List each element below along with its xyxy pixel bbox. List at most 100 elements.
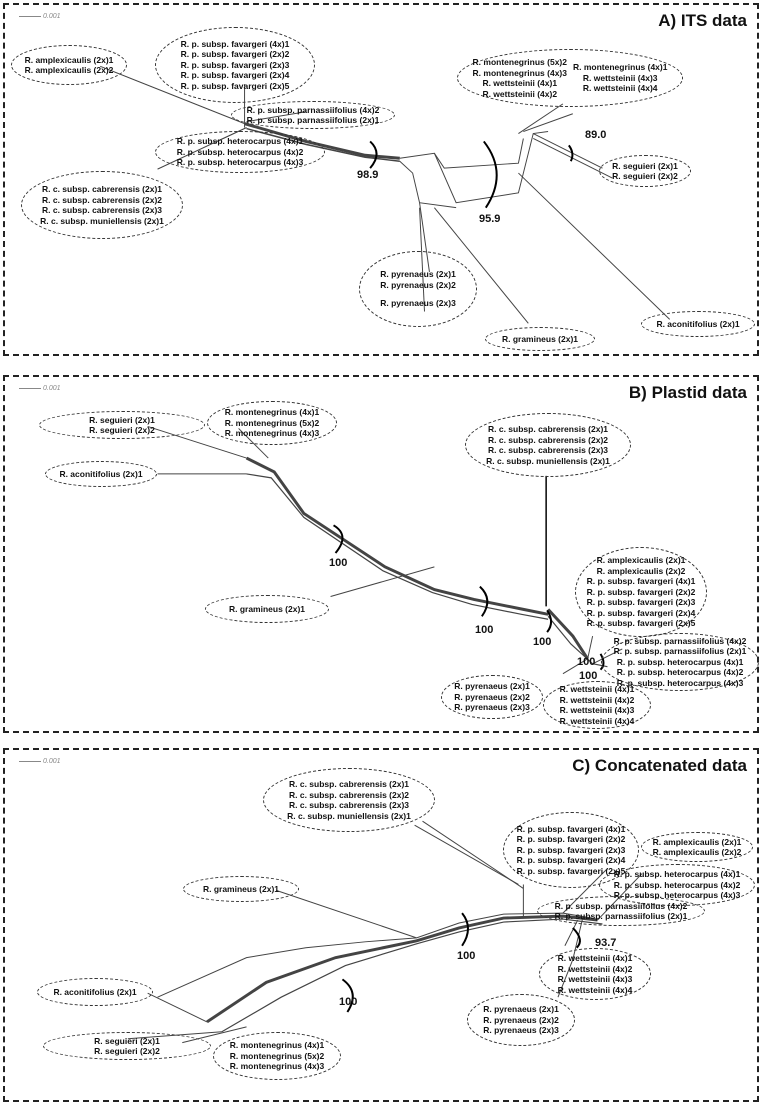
edge: [587, 635, 594, 659]
taxon-label: R. p. subsp. heterocarpus (4x)3: [176, 157, 304, 168]
taxon-label: R. p. subsp. parnassiifolius (2x)1: [613, 646, 747, 657]
taxon-group: R. gramineus (2x)1: [205, 595, 329, 623]
taxon-label: R. c. subsp. cabrerensis (2x)1: [488, 424, 608, 434]
taxon-group: R. pyrenaeus (2x)1 R. pyrenaeus (2x)2 R.…: [467, 994, 575, 1046]
edge: [157, 912, 593, 998]
support-arc: [341, 978, 354, 1013]
taxon-group: R. montenegrinus (4x)1 R. montenegrinus …: [207, 401, 337, 445]
taxon-label: R. p. subsp. parnassiifolius (2x)1: [554, 911, 688, 921]
panel-title: B) Plastid data: [628, 383, 747, 402]
taxon-label: R. p. subsp. favargeri (2x)4: [586, 607, 696, 618]
taxon-label: R. wettsteinii (4x)4: [582, 83, 658, 94]
support-arc: [333, 524, 344, 554]
taxon-group: R. p. subsp. parnassiifolius (4x)2 R. p.…: [537, 896, 705, 926]
support-value: 100: [533, 636, 552, 648]
taxon-label: R. seguieri (2x)2: [94, 1046, 160, 1056]
taxon-label: R. seguieri (2x)1: [89, 414, 155, 425]
taxon-group: R. p. subsp. parnassiifolius (4x)2 R. p.…: [231, 101, 395, 129]
taxon-label: R. amplexicaulis (2x)1: [652, 836, 742, 847]
taxon-group: R. gramineus (2x)1: [485, 327, 595, 351]
taxon-label: R. p. subsp. heterocarpus (4x)1: [176, 136, 304, 147]
taxon-label: R. p. subsp. favargeri (2x)3: [586, 597, 696, 608]
support-arc: [483, 140, 498, 209]
taxon-group: R. pyrenaeus (2x)1 R. pyrenaeus (2x)2 R.…: [359, 251, 477, 327]
taxon-label: R. c. subsp. cabrerensis (2x)3: [289, 800, 409, 810]
edge: [100, 65, 245, 125]
edge: [547, 615, 608, 668]
edge: [518, 172, 671, 320]
taxon-label: R. c. subsp. muniellensis (2x)1: [287, 810, 411, 821]
edge: [422, 820, 524, 889]
taxon-label: R. p. subsp. heterocarpus (4x)3: [616, 677, 744, 688]
taxon-label: R. gramineus (2x)1: [501, 333, 579, 344]
taxon-group: R. p. subsp. favargeri (4x)1 R. p. subsp…: [503, 812, 639, 888]
support-arc: [479, 585, 489, 617]
taxon-label: R. montenegrinus (4x)3: [472, 67, 567, 78]
taxon-label: R. p. subsp. heterocarpus (4x)2: [613, 879, 741, 890]
taxon-label: R. wettsteinii (4x)2: [559, 694, 635, 705]
taxon-group: R. c. subsp. cabrerensis (2x)1 R. c. sub…: [263, 768, 435, 832]
support-value: 93.7: [595, 937, 617, 949]
taxon-label: R. wettsteinii (4x)4: [557, 984, 633, 995]
taxon-label: R. pyrenaeus (2x)2: [380, 279, 456, 290]
taxon-label: R. montenegrinus (4x)3: [224, 428, 320, 439]
taxon-group: R. p. subsp. favargeri (4x)1 R. p. subsp…: [155, 27, 315, 103]
scale-bar: 0.001: [19, 13, 61, 20]
taxon-label: R. p. subsp. favargeri (2x)5: [180, 80, 290, 91]
taxon-label: R. amplexicaulis (2x)2: [596, 565, 686, 576]
edge: [276, 889, 417, 939]
taxon-label: R. p. subsp. parnassiifolius (4x)2: [554, 900, 688, 911]
taxon-group: R. seguieri (2x)1 R. seguieri (2x)2: [599, 155, 691, 187]
taxon-label: R. pyrenaeus (2x)1: [483, 1004, 559, 1015]
support-value: 100: [457, 950, 476, 962]
taxon-label: R. c. subsp. cabrerensis (2x)2: [488, 434, 608, 445]
taxon-label: R. montenegrinus (4x)1: [229, 1040, 325, 1051]
edge: [245, 456, 549, 616]
taxon-label: R. p. subsp. heterocarpus (4x)3: [613, 890, 741, 901]
taxon-label: R. amplexicaulis (2x)2: [652, 847, 742, 857]
taxon-label: R. pyrenaeus (2x)1: [454, 681, 530, 692]
taxon-label: R. wettsteinii (4x)1: [557, 953, 633, 963]
support-arc: [568, 144, 574, 162]
taxon-label: R. montenegrinus (5x)2: [472, 57, 567, 67]
taxon-group: R. p. subsp. parnassiifolius (4x)2 R. p.…: [601, 633, 759, 691]
taxon-label: R. p. subsp. heterocarpus (4x)1: [616, 656, 744, 667]
taxon-label: R. p. subsp. heterocarpus (4x)1: [613, 869, 741, 880]
edge: [414, 824, 519, 885]
support-value: 100: [579, 670, 598, 682]
taxon-label: R. montenegrinus (5x)2: [224, 417, 320, 428]
taxon-group: R. gramineus (2x)1: [183, 876, 299, 902]
taxon-label: R. p. subsp. favargeri (4x)1: [516, 823, 626, 834]
taxon-label: R. aconitifolius (2x)1: [53, 986, 137, 997]
taxon-label: R. seguieri (2x)2: [612, 171, 678, 181]
support-arc: [572, 927, 581, 949]
edge: [147, 992, 208, 1023]
network-graph: [147, 425, 623, 675]
taxon-label: R. p. subsp. favargeri (2x)4: [516, 855, 626, 866]
taxon-label: R. seguieri (2x)2: [89, 425, 155, 435]
support-value: 95.9: [479, 213, 501, 225]
taxon-label: R. wettsteinii (4x)2: [557, 963, 633, 974]
edge: [547, 608, 589, 660]
taxon-label: R. gramineus (2x)1: [228, 603, 306, 614]
support-value: 98.9: [357, 169, 379, 181]
taxon-label: R. wettsteinii (4x)1: [559, 684, 635, 694]
support-value: 100: [475, 624, 494, 636]
taxon-group: R. wettsteinii (4x)1 R. wettsteinii (4x)…: [543, 681, 651, 729]
taxon-label: R. wettsteinii (4x)1: [482, 78, 558, 88]
taxon-label: R. p. subsp. favargeri (2x)2: [586, 586, 696, 597]
taxon-group: R. c. subsp. cabrerensis (2x)1 R. c. sub…: [21, 171, 183, 239]
taxon-label: R. p. subsp. favargeri (2x)2: [516, 834, 626, 845]
taxon-label: R. montenegrinus (5x)2: [229, 1050, 325, 1061]
taxon-group: R. montenegrinus (5x)2 R. montenegrinus …: [457, 49, 683, 107]
taxon-column: R. montenegrinus (4x)1 R. wettsteinii (4…: [573, 62, 667, 94]
taxon-label: R. montenegrinus (4x)1: [573, 62, 668, 73]
taxon-label: R. p. subsp. favargeri (2x)2: [180, 49, 290, 60]
taxon-group: R. montenegrinus (4x)1 R. montenegrinus …: [213, 1032, 341, 1080]
taxon-label: R. p. subsp. parnassiifolius (2x)1: [246, 115, 380, 125]
taxon-group: R. seguieri (2x)1 R. seguieri (2x)2: [39, 411, 205, 439]
taxon-column: R. montenegrinus (5x)2 R. montenegrinus …: [473, 57, 567, 99]
edge: [562, 658, 588, 675]
taxon-group: R. aconitifolius (2x)1: [641, 311, 755, 337]
taxon-group: R. pyrenaeus (2x)1 R. pyrenaeus (2x)2 R.…: [441, 675, 543, 719]
